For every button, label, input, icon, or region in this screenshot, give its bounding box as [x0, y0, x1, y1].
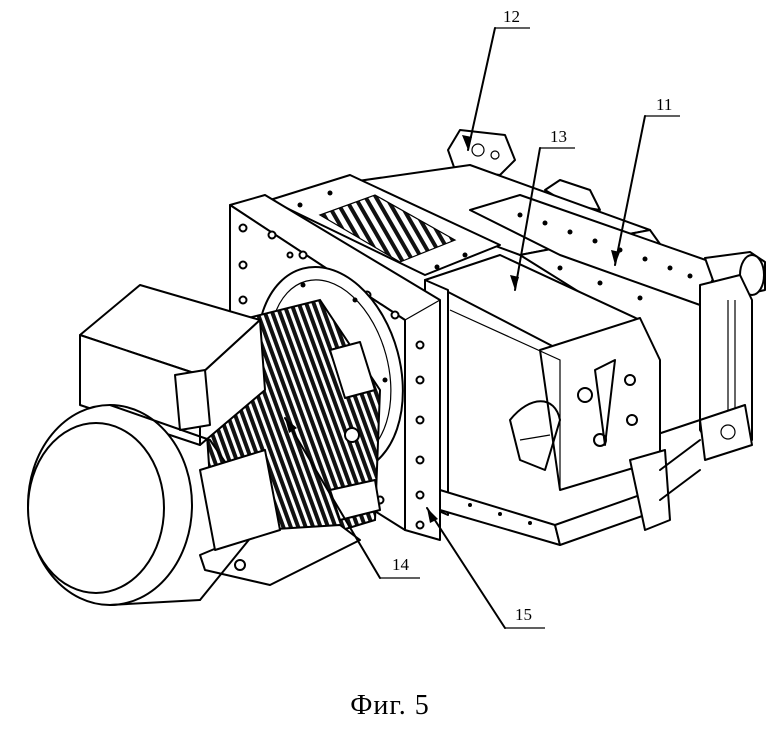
label-11: 11 — [656, 95, 672, 114]
label-14: 14 — [392, 555, 410, 574]
figure-caption: Фиг. 5 — [0, 690, 780, 722]
electric-motor — [28, 285, 380, 605]
label-12: 12 — [503, 7, 520, 26]
label-15: 15 — [515, 605, 532, 624]
label-13: 13 — [550, 127, 567, 146]
